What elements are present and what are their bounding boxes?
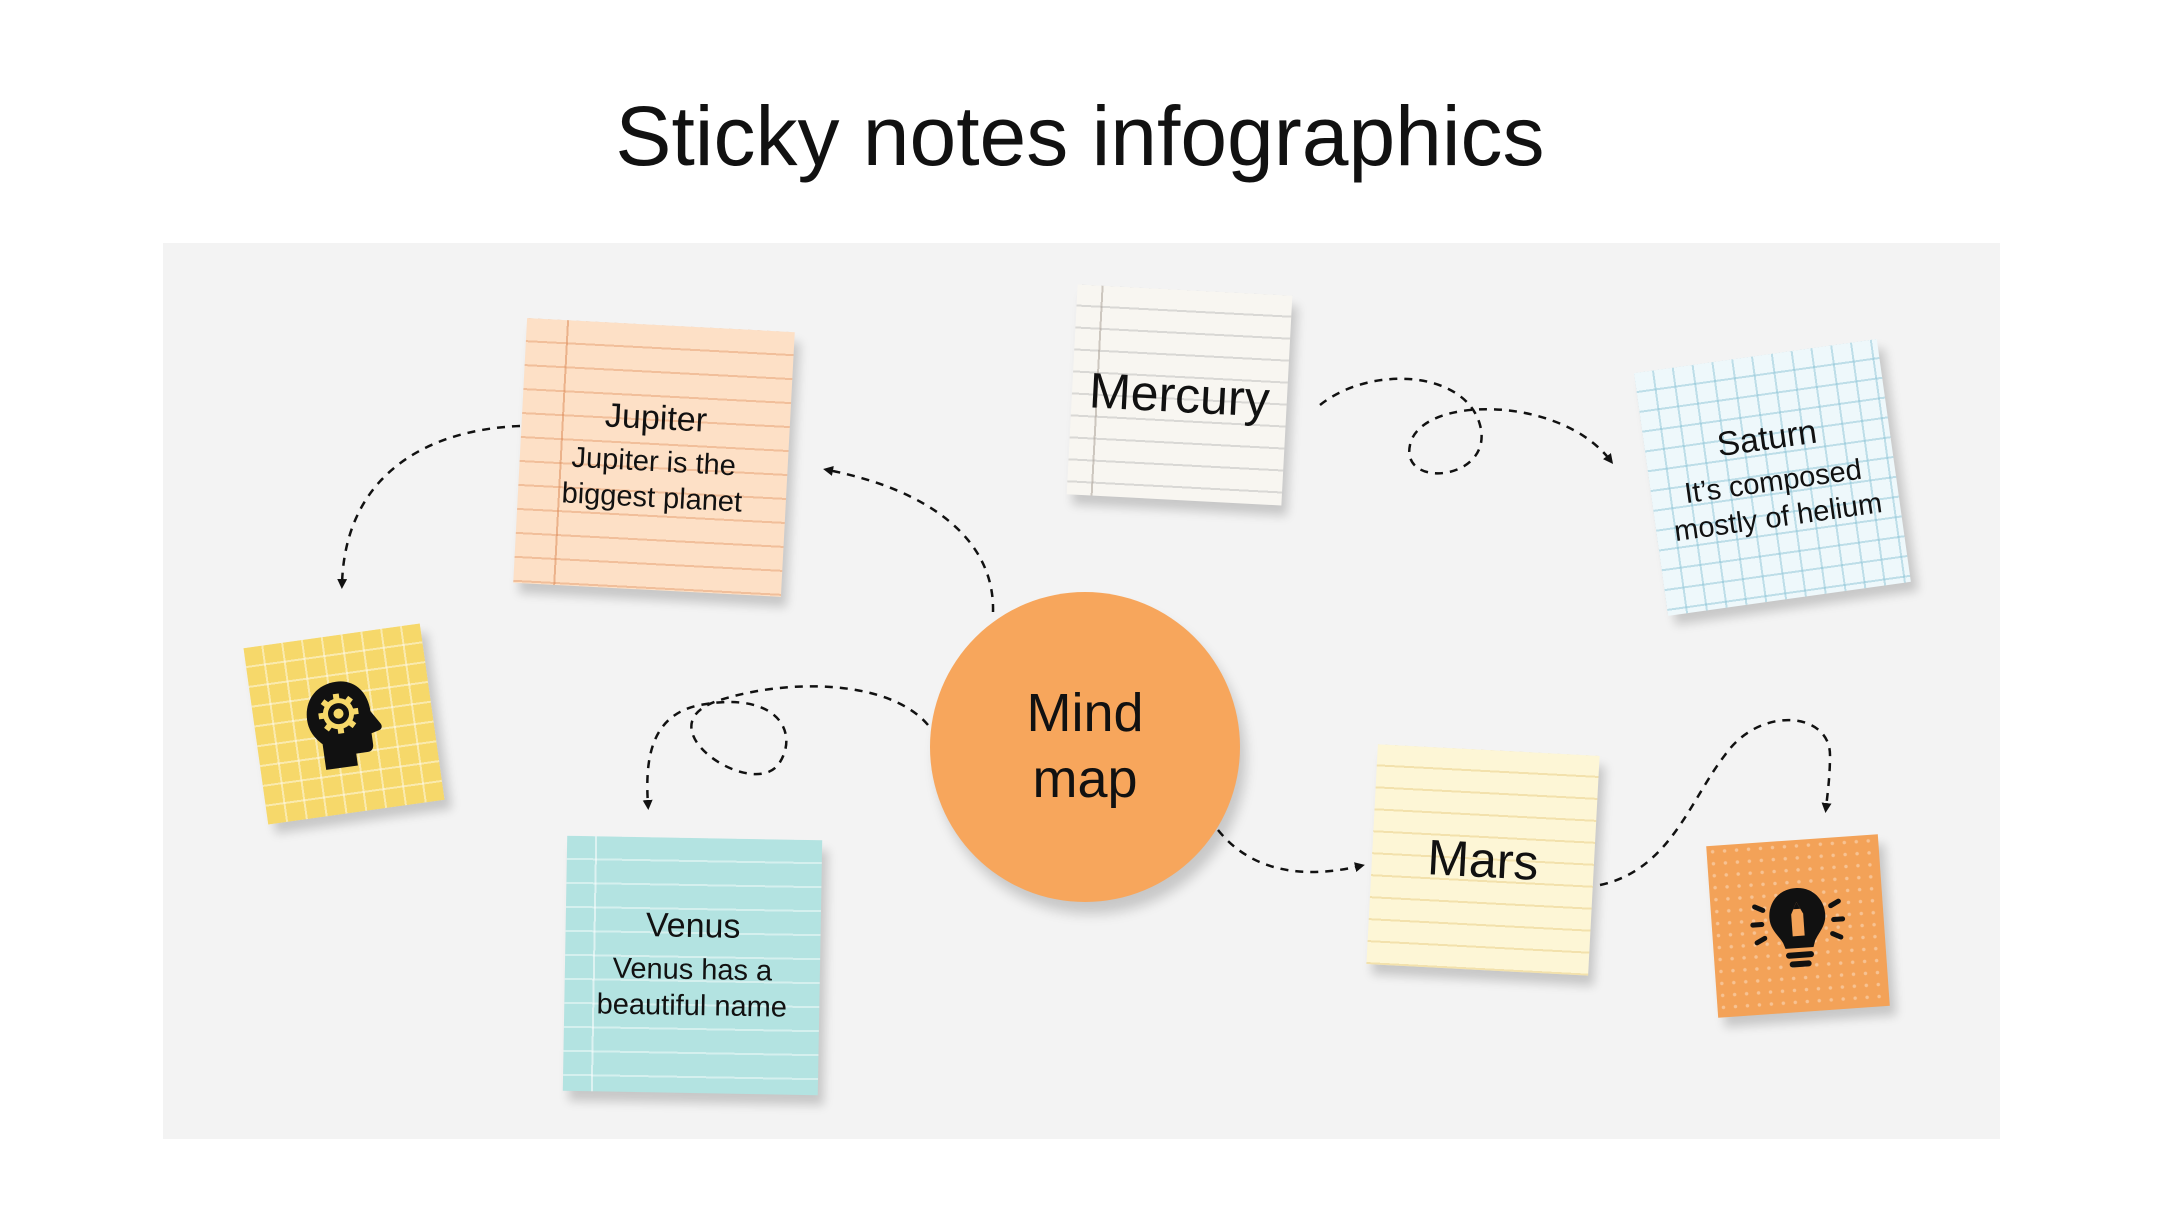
icon-note-left	[243, 623, 445, 825]
note-mars: Mars	[1366, 744, 1600, 976]
arrow-center-to-jupiter	[823, 466, 995, 613]
head-gear-icon	[306, 681, 382, 770]
arrow-jupiter-to-head-icon	[337, 424, 521, 589]
arrow-center-to-mars	[1217, 829, 1365, 874]
note-jupiter: Jupiter Jupiter is the biggest planet	[513, 318, 795, 597]
note-saturn: Saturn It’s composed mostly of helium	[1634, 339, 1911, 616]
note-saturn-body: It’s composed mostly of helium	[1672, 453, 1885, 549]
arrow-mercury-to-saturn	[1319, 377, 1614, 475]
note-venus-title: Venus	[645, 905, 741, 946]
arrow-mars-to-lightbulb-icon	[1599, 718, 1832, 887]
arrow-center-to-venus	[642, 685, 929, 810]
note-jupiter-body: Jupiter is the biggest planet	[560, 441, 743, 519]
note-saturn-title: Saturn	[1714, 412, 1820, 464]
page-title: Sticky notes infographics	[615, 89, 1545, 183]
icon-note-right	[1706, 834, 1890, 1018]
note-mercury-title: Mercury	[1087, 361, 1272, 428]
note-venus-body: Venus has a beautiful name	[596, 952, 788, 1024]
mind-map-center: Mind map	[930, 592, 1240, 902]
note-mercury: Mercury	[1066, 284, 1293, 506]
mind-map-center-label: Mind map	[1026, 683, 1144, 809]
note-mars-title: Mars	[1426, 828, 1540, 891]
note-jupiter-title: Jupiter	[604, 396, 709, 440]
lightbulb-pencil-icon	[1750, 888, 1846, 968]
note-venus: Venus Venus has a beautiful name	[562, 835, 823, 1096]
